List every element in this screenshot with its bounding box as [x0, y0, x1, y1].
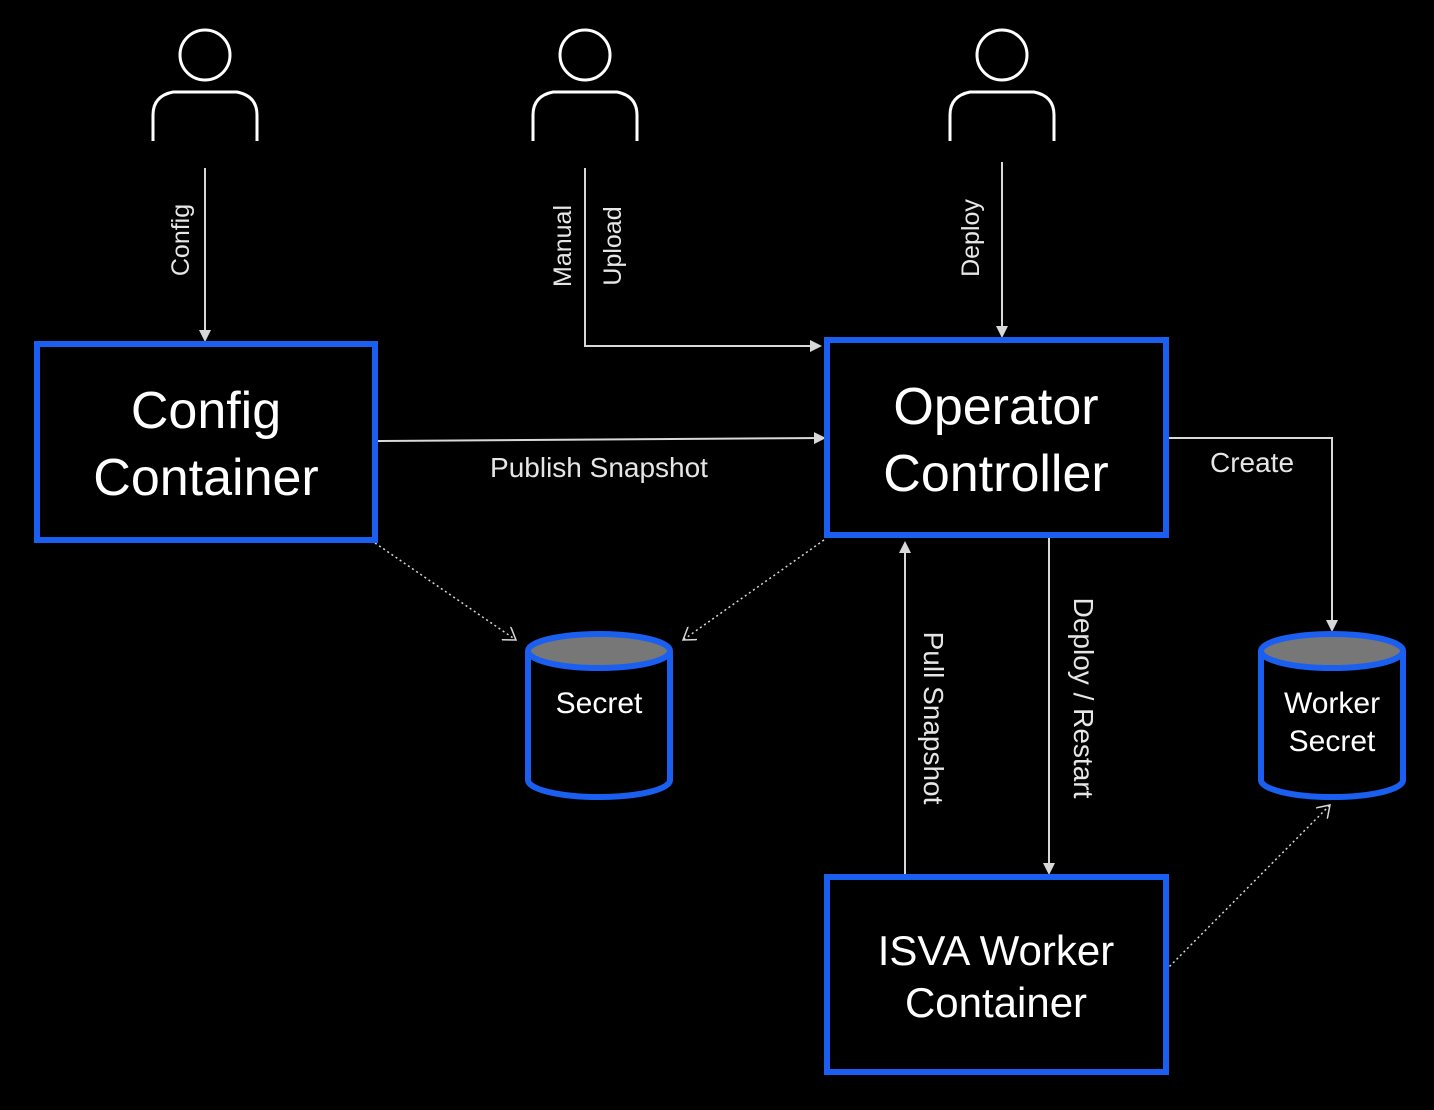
operator-secret-dotted-edge	[683, 539, 825, 640]
config-secret-dotted-edge	[374, 542, 516, 640]
operator-controller-box: Operator Controller	[824, 337, 1169, 538]
secret-cylinder-icon: Secret	[525, 631, 673, 800]
config-edge-label: Config	[167, 204, 195, 276]
config-container-line1: Config	[131, 382, 281, 440]
deploy-restart-label: Deploy / Restart	[1068, 598, 1099, 799]
config-container-line2: Container	[93, 449, 318, 507]
worker-container-box: ISVA Worker Container	[824, 874, 1169, 1075]
operator-controller-line1: Operator	[893, 378, 1098, 436]
deploy-edge-label: Deploy	[957, 199, 985, 277]
user-icon	[948, 28, 1056, 141]
worker-container-line2: Container	[905, 979, 1087, 1026]
operator-controller-line2: Controller	[883, 445, 1108, 503]
pull-snapshot-label: Pull Snapshot	[918, 632, 949, 805]
user-icon	[151, 28, 259, 141]
worker-secret-dotted-edge	[1165, 805, 1330, 971]
worker-secret-cylinder-icon: Worker Secret	[1258, 631, 1406, 800]
upload-edge	[584, 168, 822, 352]
upload-edge-label: Upload	[599, 206, 627, 285]
worker-secret-line1: Worker	[1284, 687, 1380, 720]
publish-snapshot-edge	[374, 432, 826, 445]
create-edge	[1166, 437, 1338, 632]
worker-secret-line2: Secret	[1289, 725, 1376, 758]
manual-edge-label: Manual	[549, 205, 577, 287]
create-label: Create	[1210, 447, 1294, 478]
worker-container-line1: ISVA Worker	[878, 927, 1115, 974]
config-container-box: Config Container	[34, 341, 378, 543]
secret-label: Secret	[556, 687, 643, 720]
user-icon	[531, 28, 639, 141]
publish-snapshot-label: Publish Snapshot	[490, 452, 708, 483]
